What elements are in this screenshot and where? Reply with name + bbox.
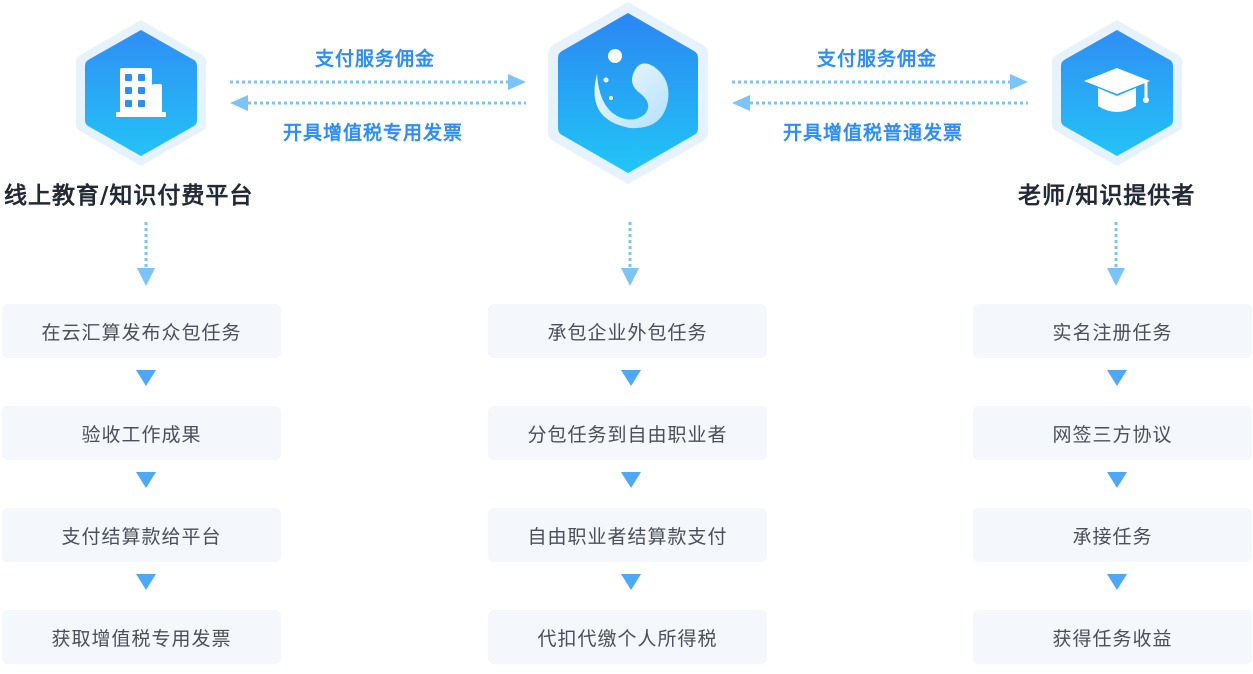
center-down-arrow [621,222,639,286]
right-step-arrow-3 [1107,574,1127,590]
left-step-arrow-2 [136,472,156,488]
right-down-arrow [1107,222,1125,286]
right-step-arrow-2 [1107,472,1127,488]
arrow-center-to-left [230,95,526,111]
left-pay-commission-label: 支付服务佣金 [315,48,436,70]
center-step-2: 分包任务到自由职业者 [488,406,767,460]
left-step-3: 支付结算款给平台 [2,508,281,562]
graduation-cap-icon [1084,68,1150,112]
left-node-hexagon [74,18,208,168]
left-step-2: 验收工作成果 [2,406,281,460]
center-step-4: 代扣代缴个人所得税 [488,610,767,664]
right-step-arrow-1 [1107,370,1127,386]
left-down-arrow [137,222,155,286]
right-step-3: 承接任务 [973,508,1252,562]
left-step-arrow-1 [136,370,156,386]
right-pay-commission-label: 支付服务佣金 [817,48,938,70]
arrow-left-to-center [230,74,526,90]
center-step-3: 自由职业者结算款支付 [488,508,767,562]
center-node-hexagon [545,0,711,186]
left-node-title: 线上教育/知识付费平台 [4,183,254,209]
center-step-arrow-2 [621,472,641,488]
building-icon [116,68,166,117]
left-step-1: 在云汇算发布众包任务 [2,304,281,358]
left-step-4: 获取增值税专用发票 [2,610,281,664]
right-node-title: 老师/知识提供者 [1018,183,1196,209]
right-step-4: 获得任务收益 [973,610,1252,664]
center-step-1: 承包企业外包任务 [488,304,767,358]
center-step-arrow-3 [621,574,641,590]
arrow-right-to-center [732,74,1028,90]
right-step-2: 网签三方协议 [973,406,1252,460]
right-step-1: 实名注册任务 [973,304,1252,358]
platform-logo-icon [594,49,669,129]
left-vat-special-invoice-label: 开具增值税专用发票 [283,122,464,144]
left-step-arrow-3 [136,574,156,590]
right-vat-general-invoice-label: 开具增值税普通发票 [783,122,964,144]
right-node-hexagon [1050,18,1184,168]
center-step-arrow-1 [621,370,641,386]
arrow-center-to-right [732,95,1028,111]
